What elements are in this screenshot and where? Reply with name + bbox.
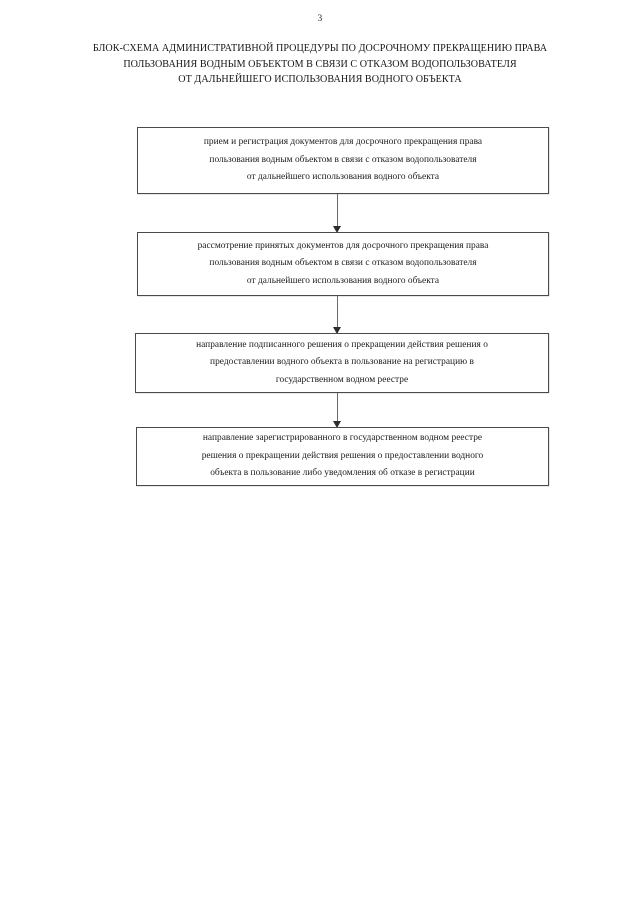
flowchart-node-4-text: направление зарегистрированного в госуда…	[137, 430, 548, 483]
node-2-line-3: от дальнейшего использования водного объ…	[246, 275, 440, 286]
flowchart-node-3-text: направление подписанного решения о прекр…	[136, 337, 548, 390]
flowchart-node-1: прием и регистрация документов для досро…	[137, 127, 549, 194]
node-3-line-3: государственном водном реестре	[275, 374, 409, 385]
flowchart-node-2-text: рассмотрение принятых документов для дос…	[138, 238, 548, 291]
node-3-line-2: предоставлении водного объекта в пользов…	[210, 357, 474, 368]
title-line-3: ОТ ДАЛЬНЕЙШЕГО ИСПОЛЬЗОВАНИЯ ВОДНОГО ОБЪ…	[178, 74, 462, 86]
arrow-connector-2	[333, 296, 341, 334]
flowchart-node-3: направление подписанного решения о прекр…	[135, 333, 549, 393]
node-3-line-1: направление подписанного решения о прекр…	[196, 339, 488, 350]
node-2-line-1: рассмотрение принятых документов для дос…	[197, 240, 489, 251]
document-title: БЛОК-СХЕМА АДМИНИСТРАТИВНОЙ ПРОЦЕДУРЫ ПО…	[0, 41, 640, 88]
flowchart-node-2: рассмотрение принятых документов для дос…	[137, 232, 549, 296]
title-line-1: БЛОК-СХЕМА АДМИНИСТРАТИВНОЙ ПРОЦЕДУРЫ ПО…	[92, 43, 548, 54]
title-line-2: ПОЛЬЗОВАНИЯ ВОДНЫМ ОБЪЕКТОМ В СВЯЗИ С ОТ…	[123, 58, 517, 70]
node-4-line-1: направление зарегистрированного в госуда…	[202, 433, 483, 444]
node-1-line-3: от дальнейшего использования водного объ…	[246, 172, 440, 183]
flowchart-node-4: направление зарегистрированного в госуда…	[136, 427, 549, 486]
arrow-connector-3	[333, 393, 341, 428]
page-number: 3	[317, 14, 323, 24]
flowchart-node-1-text: прием и регистрация документов для досро…	[138, 134, 548, 187]
node-1-line-2: пользования водным объектом в связи с от…	[209, 154, 477, 165]
arrow-connector-1	[333, 194, 341, 233]
node-2-line-2: пользования водным объектом в связи с от…	[209, 258, 477, 269]
node-4-line-2: решения о прекращении действия решения о…	[201, 450, 484, 461]
node-4-line-3: объекта в пользование либо уведомления о…	[210, 468, 475, 479]
node-1-line-1: прием и регистрация документов для досро…	[203, 137, 483, 148]
